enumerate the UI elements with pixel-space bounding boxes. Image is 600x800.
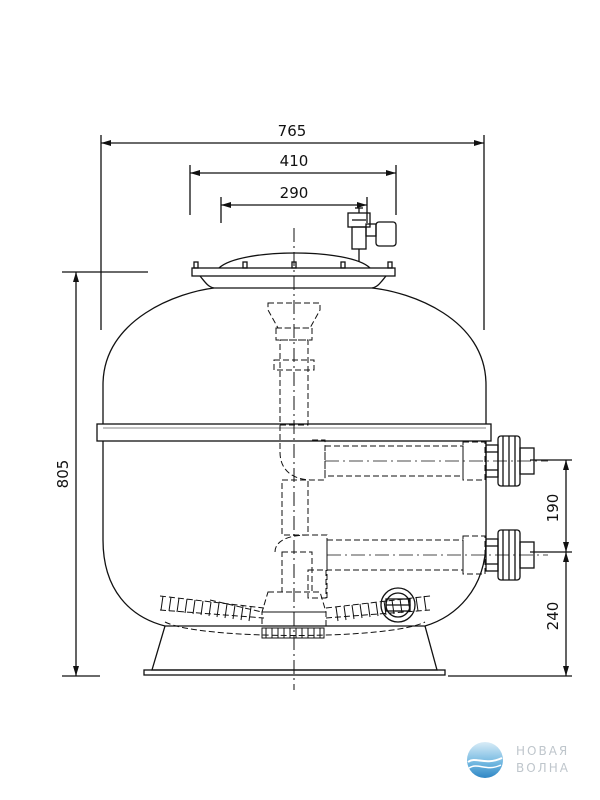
dimension-765: 765 (100, 122, 485, 330)
drain-plug (380, 587, 416, 623)
brand-logo: НОВАЯ ВОЛНА (464, 740, 594, 780)
dimension-805: 805 (54, 271, 148, 677)
port-centerlines (325, 460, 548, 556)
dimension-240-label: 240 (544, 602, 562, 631)
dimension-410-label: 410 (280, 152, 309, 170)
wave-logo-icon (467, 742, 503, 778)
brand-line-2: ВОЛНА (516, 761, 570, 775)
dimension-765-label: 765 (278, 122, 307, 140)
dimension-410: 410 (189, 152, 397, 215)
dimension-190-label: 190 (544, 494, 562, 523)
top-valve (347, 207, 397, 262)
brand-name: НОВАЯ ВОЛНА (516, 743, 570, 777)
lid-bolts (193, 261, 393, 269)
internal-piping (159, 302, 486, 636)
dimension-240: 240 (448, 552, 572, 677)
dimension-805-label: 805 (54, 460, 72, 489)
dimension-290: 290 (220, 184, 368, 223)
brand-line-1: НОВАЯ (516, 744, 570, 758)
dimension-190: 190 (530, 459, 572, 676)
dimension-290-label: 290 (280, 184, 309, 202)
